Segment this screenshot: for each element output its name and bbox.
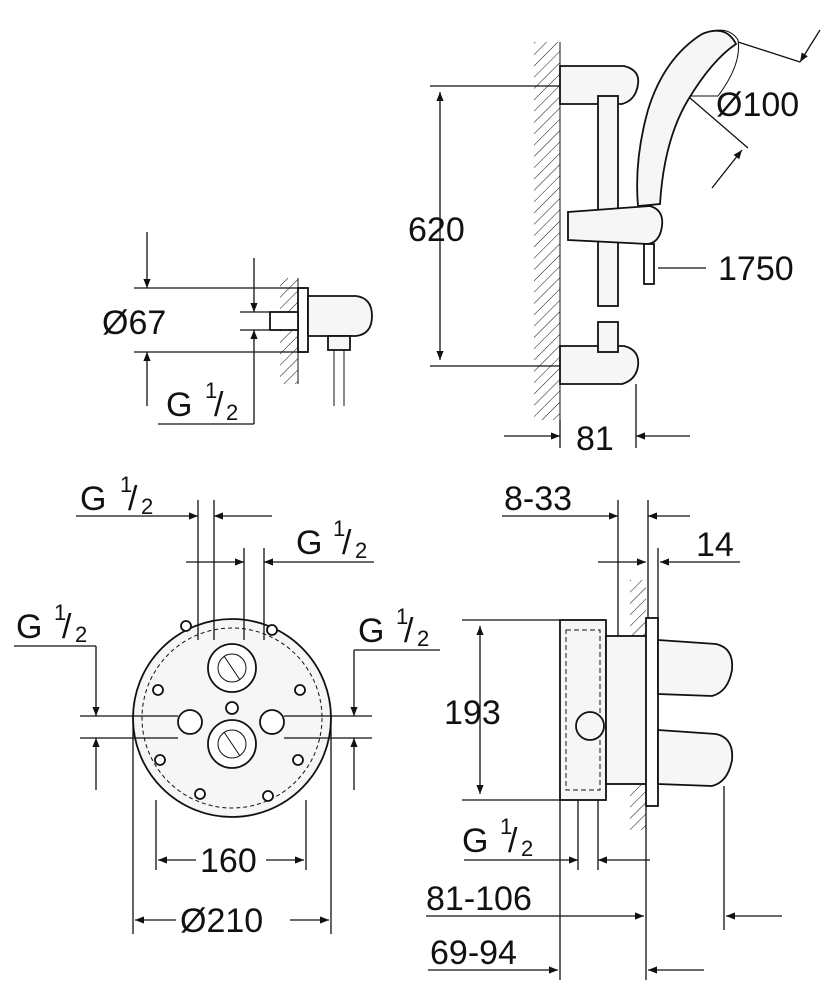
svg-text:2: 2 [521, 836, 533, 861]
upper-handle [657, 639, 734, 697]
dim-81-106: 81-106 [426, 880, 532, 918]
rail-bar-lower [597, 321, 619, 353]
svg-text:2: 2 [355, 538, 367, 563]
wall-elbow-view: Ø67 G 1 / 2 [102, 232, 373, 425]
svg-text:/: / [214, 386, 224, 424]
svg-text:2: 2 [417, 626, 429, 651]
cover-plate [645, 617, 659, 807]
svg-text:1: 1 [205, 378, 217, 403]
svg-text:/: / [342, 524, 352, 562]
concealed-body-side-view: 193 8-33 14 G 1 / 2 81-106 69-94 [426, 480, 782, 980]
dim-diameter-210: Ø210 [180, 902, 263, 940]
lower-wall-bracket [559, 345, 640, 385]
svg-text:1: 1 [120, 472, 132, 497]
svg-text:1: 1 [396, 604, 408, 629]
dim-8-33: 8-33 [504, 480, 572, 518]
dim-81-rail: 81 [576, 420, 614, 458]
wall-hatch-elbow [280, 278, 298, 384]
lower-handle [657, 729, 734, 787]
thread-g-side: G [462, 822, 488, 860]
left-side-port [177, 709, 203, 735]
svg-text:2: 2 [75, 622, 87, 647]
svg-text:/: / [128, 480, 138, 518]
mounting-box [559, 619, 607, 801]
dim-193: 193 [444, 694, 501, 732]
hand-shower [636, 29, 738, 207]
svg-text:1: 1 [500, 814, 512, 839]
svg-text:1: 1 [54, 600, 66, 625]
svg-text:2: 2 [226, 400, 238, 425]
dim-69-94: 69-94 [430, 934, 517, 972]
dim-1750-hose: 1750 [718, 250, 794, 288]
elbow-hose-nut [327, 335, 351, 351]
concealed-body-front-view: G 1 / 2 G 1 / 2 G 1 / 2 G 1 / 2 [14, 472, 440, 940]
sliding-holder [567, 205, 664, 245]
thread-g-top-right: G [296, 524, 322, 562]
dim-14: 14 [696, 526, 734, 564]
dim-diameter-100: Ø100 [716, 86, 799, 124]
rail-bar-upper [597, 95, 619, 307]
thread-g-label: G [166, 386, 192, 424]
hose-connector [643, 243, 655, 285]
svg-text:/: / [404, 612, 414, 650]
thread-g-left: G [16, 608, 42, 646]
right-side-port [259, 709, 285, 735]
elbow-rosette [297, 287, 309, 353]
thread-g-right: G [358, 612, 384, 650]
dim-diameter-67: Ø67 [102, 304, 166, 342]
svg-text:1: 1 [333, 516, 345, 541]
elbow-thread [269, 311, 299, 331]
svg-text:2: 2 [141, 494, 153, 519]
wall-hatch [534, 42, 560, 420]
dim-160: 160 [200, 842, 257, 880]
valve-body [605, 635, 651, 785]
svg-text:/: / [62, 608, 72, 646]
svg-text:/: / [508, 822, 518, 860]
thread-g-top-left: G [80, 480, 106, 518]
side-port [575, 711, 605, 741]
shower-rail-view: 620 81 Ø100 1750 [408, 29, 821, 458]
wall-elbow-body [307, 295, 373, 337]
upper-wall-bracket [559, 65, 640, 105]
dim-620: 620 [408, 211, 465, 249]
